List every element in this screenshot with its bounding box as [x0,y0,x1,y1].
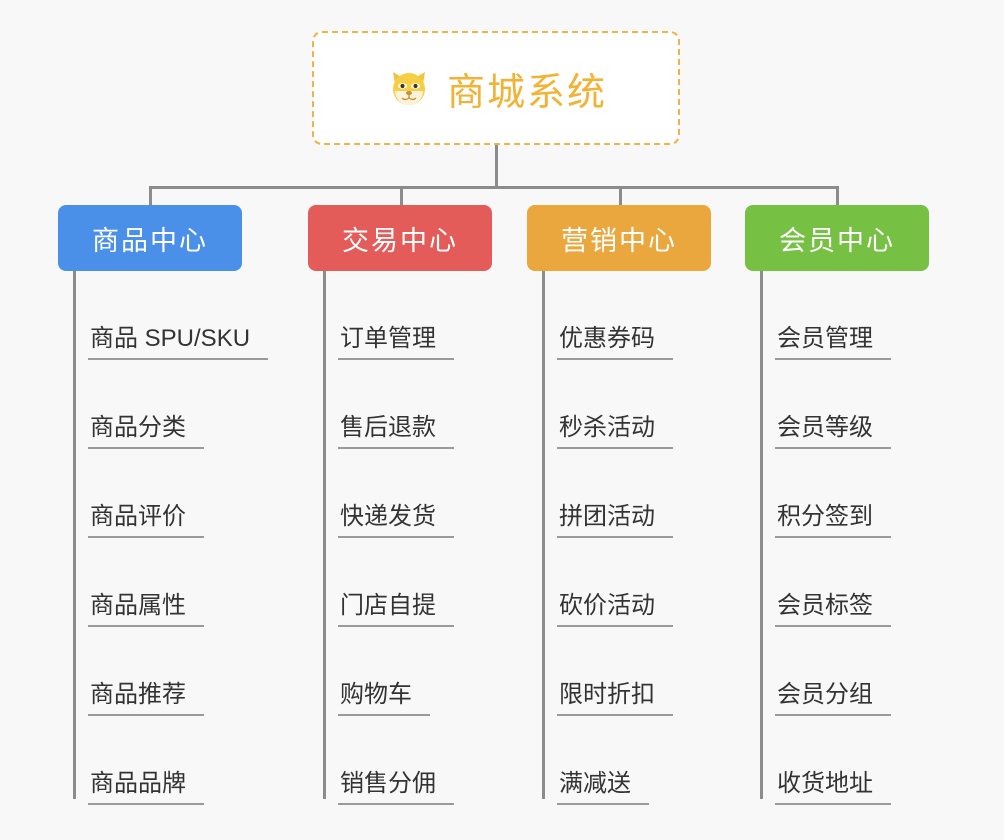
list-item[interactable]: 商品 SPU/SKU [73,271,269,360]
list-item[interactable]: 商品分类 [73,360,268,449]
leaf-label: 满减送 [557,763,649,805]
branch-product-center: 商品中心 商品 SPU/SKU 商品分类 商品评价 商品属性 商品推荐 商品品牌 [58,205,269,805]
leaf-label: 秒杀活动 [557,407,673,449]
root-title: 商城系统 [446,71,607,114]
list-item[interactable]: 限时折扣 [542,627,711,716]
list-item[interactable]: 满减送 [542,716,711,805]
leaf-label: 收货地址 [775,763,891,805]
root-node[interactable]: 商城系统 [312,31,680,145]
branch-trade-center: 交易中心 订单管理 售后退款 快递发货 门店自提 购物车 销售分佣 [308,205,492,805]
list-item[interactable]: 砍价活动 [542,538,711,627]
leaf-label: 砍价活动 [557,585,673,627]
leaf-label: 商品推荐 [88,674,204,716]
branch-label: 会员中心 [779,225,895,256]
leaf-label: 拼团活动 [557,496,673,538]
leaf-label: 商品属性 [88,585,204,627]
list-item[interactable]: 商品评价 [73,449,268,538]
connector-drop-1 [149,186,152,208]
branch-body-product-center: 商品 SPU/SKU 商品分类 商品评价 商品属性 商品推荐 商品品牌 [58,271,269,805]
branch-header-member-center[interactable]: 会员中心 [745,205,929,271]
leaf-label: 优惠券码 [557,318,673,360]
dog-face-icon [385,64,433,112]
list-item[interactable]: 商品推荐 [73,627,268,716]
connector-horizontal-bus [149,186,836,189]
leaf-label: 会员标签 [775,585,891,627]
list-item[interactable]: 收货地址 [760,716,929,805]
list-item[interactable]: 购物车 [323,627,492,716]
leaf-label: 会员等级 [775,407,891,449]
branch-body-trade-center: 订单管理 售后退款 快递发货 门店自提 购物车 销售分佣 [308,271,492,805]
leaf-label: 售后退款 [338,407,454,449]
branch-body-member-center: 会员管理 会员等级 积分签到 会员标签 会员分组 收货地址 [745,271,929,805]
branch-header-product-center[interactable]: 商品中心 [58,205,242,271]
leaf-label: 限时折扣 [557,674,673,716]
branch-label: 交易中心 [342,225,458,256]
connector-drop-2 [400,186,403,208]
leaf-label: 商品 SPU/SKU [88,318,269,360]
list-item[interactable]: 会员等级 [760,360,929,449]
leaf-label: 门店自提 [338,585,454,627]
connector-root-stem [495,145,498,188]
branch-body-marketing-center: 优惠券码 秒杀活动 拼团活动 砍价活动 限时折扣 满减送 [527,271,711,805]
list-item[interactable]: 售后退款 [323,360,492,449]
branch-member-center: 会员中心 会员管理 会员等级 积分签到 会员标签 会员分组 收货地址 [745,205,929,805]
branch-spine [323,271,326,799]
list-item[interactable]: 积分签到 [760,449,929,538]
leaf-label: 积分签到 [775,496,891,538]
connector-drop-4 [836,186,839,208]
leaf-label: 购物车 [338,674,430,716]
list-item[interactable]: 门店自提 [323,538,492,627]
leaf-label: 商品分类 [88,407,204,449]
branch-header-marketing-center[interactable]: 营销中心 [527,205,711,271]
leaf-label: 快递发货 [338,496,454,538]
list-item[interactable]: 商品品牌 [73,716,268,805]
list-item[interactable]: 会员分组 [760,627,929,716]
list-item[interactable]: 销售分佣 [323,716,492,805]
branch-spine [542,271,545,799]
leaf-label: 会员管理 [775,318,891,360]
list-item[interactable]: 会员标签 [760,538,929,627]
leaf-label: 订单管理 [338,318,454,360]
list-item[interactable]: 拼团活动 [542,449,711,538]
branch-label: 商品中心 [92,225,208,256]
list-item[interactable]: 会员管理 [760,271,929,360]
branch-spine [760,271,763,799]
leaf-label: 商品品牌 [88,763,204,805]
list-item[interactable]: 快递发货 [323,449,492,538]
branch-header-trade-center[interactable]: 交易中心 [308,205,492,271]
leaf-label: 销售分佣 [338,763,454,805]
branch-spine [73,271,76,799]
branch-marketing-center: 营销中心 优惠券码 秒杀活动 拼团活动 砍价活动 限时折扣 满减送 [527,205,711,805]
connector-drop-3 [619,186,622,208]
list-item[interactable]: 商品属性 [73,538,268,627]
list-item[interactable]: 订单管理 [323,271,492,360]
branch-label: 营销中心 [561,225,677,256]
leaf-label: 会员分组 [775,674,891,716]
list-item[interactable]: 优惠券码 [542,271,711,360]
list-item[interactable]: 秒杀活动 [542,360,711,449]
leaf-label: 商品评价 [88,496,204,538]
